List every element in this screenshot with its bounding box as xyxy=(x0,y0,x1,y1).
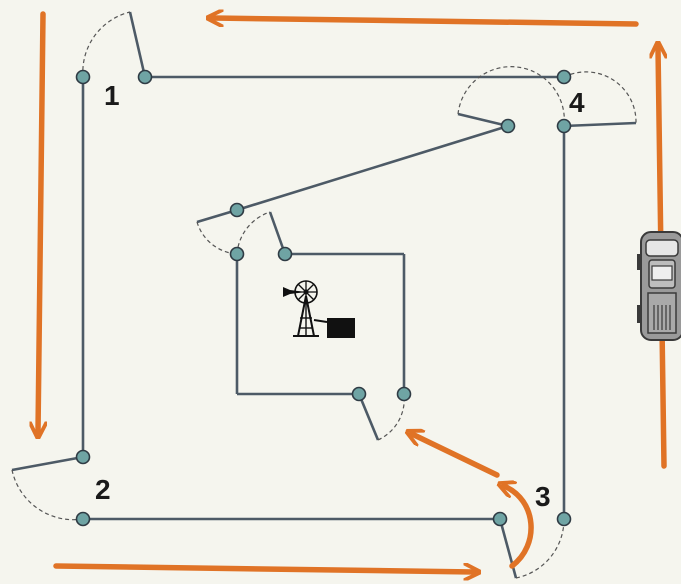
post xyxy=(556,69,572,85)
arrow-top-left xyxy=(213,18,639,24)
post xyxy=(229,202,245,218)
outer-fence xyxy=(81,75,566,521)
inner-lane-fence xyxy=(196,66,565,255)
inner-yard-fence xyxy=(235,211,406,441)
gate-3-label: 3 xyxy=(535,481,551,512)
post xyxy=(75,69,91,85)
gate-2-label: 2 xyxy=(95,474,111,505)
post xyxy=(137,69,153,85)
arrow-left-down xyxy=(38,11,43,432)
post xyxy=(277,246,293,262)
truck-icon xyxy=(637,231,681,341)
post xyxy=(556,118,572,134)
travel-arrows xyxy=(38,14,664,572)
water-tank-icon xyxy=(313,318,355,338)
post xyxy=(75,449,91,465)
post xyxy=(229,246,245,262)
post xyxy=(492,511,508,527)
post xyxy=(500,118,516,134)
gate-1-label: 1 xyxy=(104,80,120,111)
windmill-icon xyxy=(283,280,319,337)
gate-1-leaf[interactable] xyxy=(82,11,147,78)
post xyxy=(556,511,572,527)
arrow-bottom-right xyxy=(53,566,474,572)
arrow-gate3-turn xyxy=(504,486,534,569)
post xyxy=(396,386,412,402)
post xyxy=(75,511,91,527)
arrow-to-yard xyxy=(412,434,500,478)
gate-4-leaf[interactable] xyxy=(563,71,637,128)
gate-2-leaf[interactable] xyxy=(11,455,84,521)
post xyxy=(351,386,367,402)
gate-4-label: 4 xyxy=(569,87,585,118)
fence-posts xyxy=(75,69,572,527)
